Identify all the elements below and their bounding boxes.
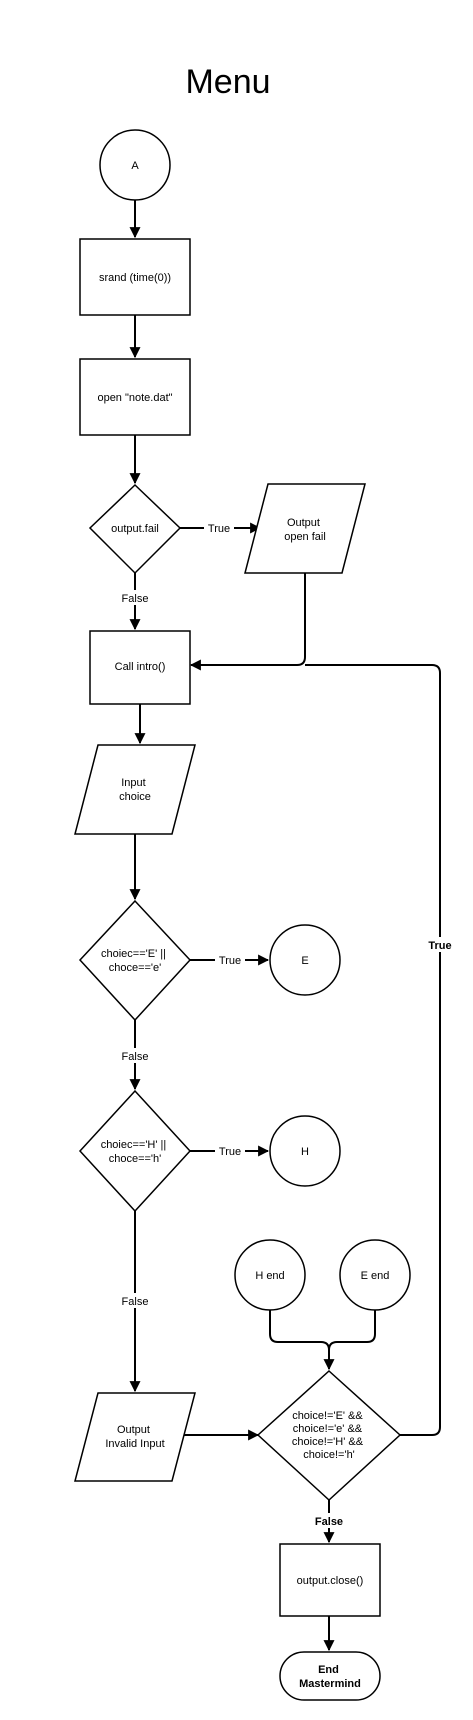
output-close-process: output.close() — [279, 1543, 381, 1617]
input-choice-label: Input choice — [119, 777, 151, 803]
check-h-line-2: choce=='h' — [109, 1153, 162, 1165]
end-line-2: Mastermind — [299, 1678, 361, 1690]
edge-openfail-to-intro — [189, 573, 306, 671]
connector-e-end-label: E end — [361, 1270, 390, 1282]
output-fail-decision: output.fail — [88, 483, 182, 575]
connector-h-label: H — [301, 1146, 309, 1158]
end-terminator: End Mastermind — [279, 1651, 381, 1701]
loop-check-line-2: choice!='e' && — [293, 1423, 363, 1435]
output-open-fail-line-2: open fail — [284, 531, 326, 543]
output-open-fail-label: Output open fail — [284, 517, 326, 543]
edges — [129, 199, 441, 1652]
edge-hend-to-loop — [269, 1309, 335, 1371]
edge-label-loop-true: True — [428, 940, 451, 952]
open-file-label: open "note.dat" — [97, 392, 172, 404]
connector-h: H — [269, 1115, 341, 1187]
edge-label-e-true: True — [219, 955, 241, 967]
end-label: End Mastermind — [299, 1664, 361, 1690]
loop-check-label: choice!='E' && choice!='e' && choice!='H… — [292, 1410, 366, 1461]
connector-e: E — [269, 924, 341, 996]
input-choice-line-1: Input — [121, 777, 145, 789]
check-e-decision: choiec=='E' || choce=='e' — [78, 899, 192, 1022]
check-h-line-1: choiec=='H' || — [101, 1139, 167, 1151]
output-close-label: output.close() — [297, 1575, 364, 1587]
check-h-decision: choiec=='H' || choce=='h' — [78, 1089, 192, 1213]
srand-label: srand (time(0)) — [99, 272, 171, 284]
output-invalid-label: Output Invalid Input — [105, 1424, 164, 1450]
input-choice-io: Input choice — [74, 744, 196, 835]
diagram-title: Menu — [185, 63, 270, 101]
loop-check-decision: choice!='E' && choice!='e' && choice!='H… — [256, 1369, 402, 1502]
edge-label-fail-true: True — [208, 523, 230, 535]
check-e-line-2: choce=='e' — [109, 962, 162, 974]
output-open-fail-line-1: Output — [287, 517, 320, 529]
end-line-1: End — [318, 1664, 339, 1676]
connector-h-end: H end — [234, 1239, 306, 1311]
check-h-label: choiec=='H' || choce=='h' — [101, 1139, 170, 1165]
output-open-fail-io: Output open fail — [244, 483, 366, 574]
loop-check-line-1: choice!='E' && — [292, 1410, 363, 1422]
connector-e-label: E — [301, 955, 308, 967]
connector-a-label: A — [131, 160, 139, 172]
edge-label-h-true: True — [219, 1146, 241, 1158]
connector-a: A — [99, 129, 171, 201]
edge-loop-true — [305, 664, 441, 1436]
call-intro-label: Call intro() — [115, 661, 166, 673]
edge-eend-to-loop — [328, 1309, 376, 1369]
srand-process: srand (time(0)) — [79, 238, 191, 316]
open-file-process: open "note.dat" — [79, 358, 191, 436]
output-invalid-line-1: Output — [117, 1424, 150, 1436]
output-fail-label: output.fail — [111, 523, 159, 535]
connector-h-end-label: H end — [255, 1270, 284, 1282]
edge-label-h-false: False — [122, 1296, 149, 1308]
edge-labels: True False True False True False True Fa… — [116, 520, 456, 1528]
check-e-label: choiec=='E' || choce=='e' — [101, 948, 169, 974]
input-choice-line-2: choice — [119, 791, 151, 803]
check-e-line-1: choiec=='E' || — [101, 948, 166, 960]
output-invalid-line-2: Invalid Input — [105, 1438, 164, 1450]
output-invalid-io: Output Invalid Input — [74, 1392, 196, 1482]
call-intro-process: Call intro() — [89, 630, 191, 705]
loop-check-line-3: choice!='H' && — [292, 1436, 364, 1448]
edge-label-e-false: False — [122, 1051, 149, 1063]
edge-label-loop-false: False — [315, 1516, 343, 1528]
edge-label-fail-false: False — [122, 593, 149, 605]
loop-check-line-4: choice!='h' — [303, 1449, 355, 1461]
connector-e-end: E end — [339, 1239, 411, 1311]
